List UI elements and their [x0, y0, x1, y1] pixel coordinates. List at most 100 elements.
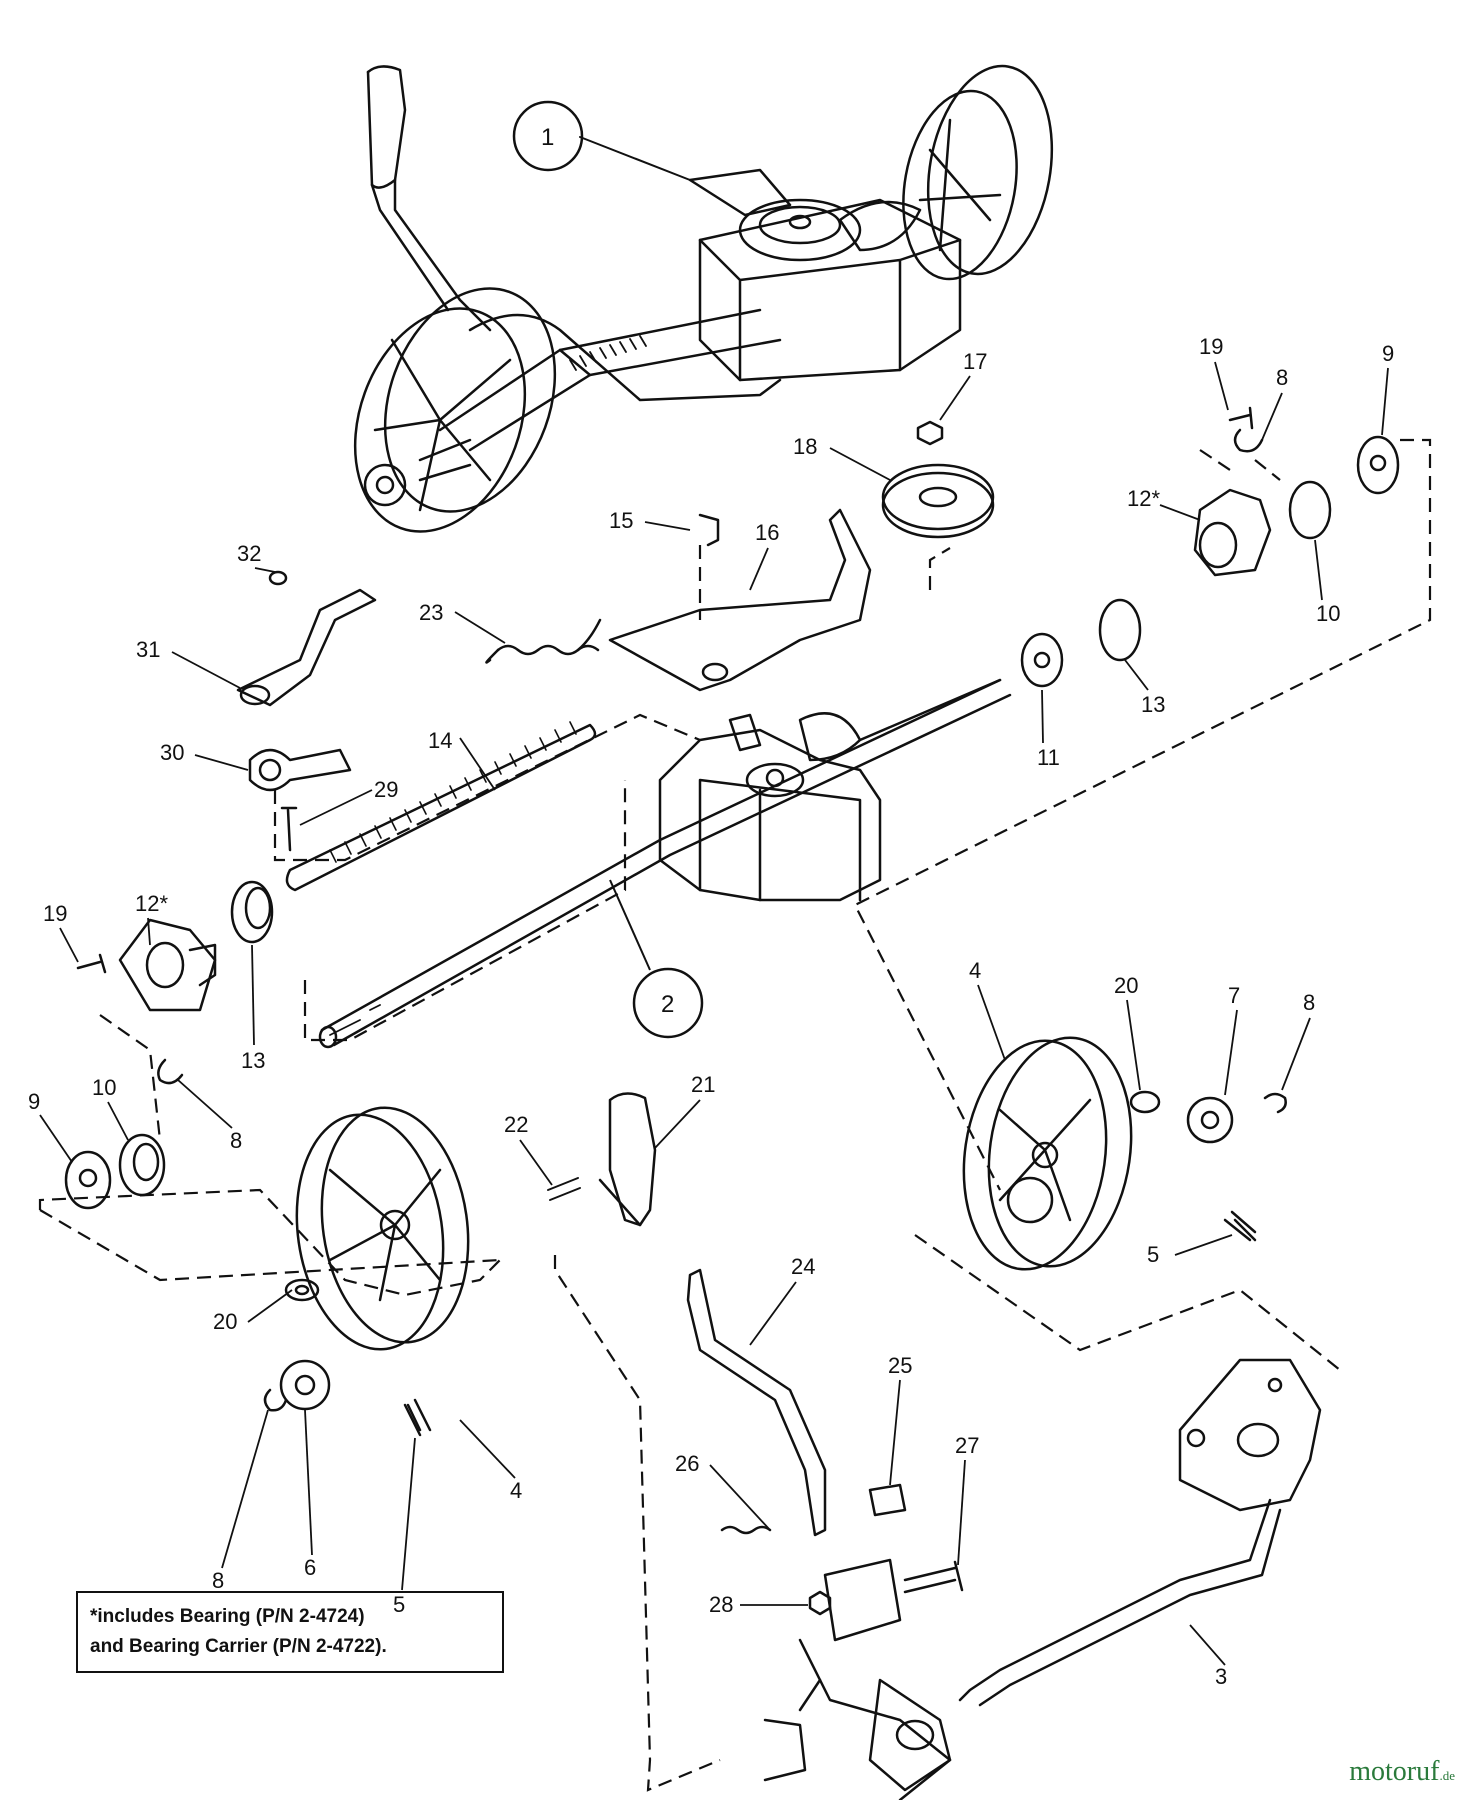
- part-10-left: 10: [92, 1075, 116, 1100]
- part-24: 24: [791, 1254, 815, 1279]
- bearing-note: *includes Bearing (P/N 2-4724) and Beari…: [76, 1591, 504, 1673]
- pin-5-bottom: [406, 1403, 422, 1432]
- leader-10-top: [1314, 539, 1323, 601]
- leader-31: [171, 651, 241, 689]
- leader-24: [749, 1281, 797, 1346]
- leader-20-right: [1126, 999, 1141, 1091]
- dashed-guide-3: [303, 780, 627, 1042]
- part-12-left: 12*: [135, 891, 168, 916]
- leader-4-left: [459, 1419, 516, 1479]
- leader-8-bottom: [221, 1409, 269, 1569]
- part-13-top: 13: [1141, 692, 1165, 717]
- part-20-right: 20: [1114, 973, 1138, 998]
- leader-14: [459, 737, 496, 791]
- leader-23: [454, 611, 506, 644]
- part-9-left: 9: [28, 1089, 40, 1114]
- leader-22: [519, 1139, 553, 1186]
- part-19-top: 19: [1199, 334, 1223, 359]
- leader-7: [1224, 1009, 1238, 1096]
- leader-6: [304, 1409, 313, 1556]
- leader-10-left: [107, 1101, 129, 1141]
- part-5-bottom: 5: [393, 1592, 405, 1617]
- part-11: 11: [1037, 745, 1060, 770]
- leader-20-left: [247, 1289, 293, 1323]
- leader-19-top: [1214, 361, 1229, 411]
- frame-plate-assembly: [868, 1358, 1322, 1792]
- part-20-left: 20: [213, 1309, 237, 1334]
- leader-16: [749, 547, 769, 591]
- part-28: 28: [709, 1592, 733, 1617]
- leader-21: [654, 1099, 701, 1149]
- callout-2-circle: [632, 967, 704, 1039]
- dashed-guide-11: [39, 1209, 501, 1282]
- part-9-top: 9: [1382, 341, 1394, 366]
- part-21: 21: [691, 1072, 715, 1097]
- leader-8-top: [1261, 392, 1283, 441]
- part-27: 27: [955, 1433, 979, 1458]
- part-32: 32: [237, 541, 261, 566]
- leader-9-left: [39, 1114, 73, 1163]
- dashed-guide-8: [553, 1255, 721, 1792]
- leader-29: [299, 789, 373, 826]
- leader-32: [254, 567, 276, 573]
- wheel-left-lower: [263, 1106, 470, 1437]
- part-23: 23: [419, 600, 443, 625]
- leader-30: [194, 754, 249, 771]
- leader-17: [939, 375, 971, 421]
- dashed-guide-9: [914, 1234, 1341, 1371]
- dashed-guide-7: [38, 1188, 501, 1297]
- wheel-right: [962, 1036, 1287, 1271]
- transmission-assembly-middle: [64, 406, 1400, 1210]
- part-14: 14: [428, 728, 452, 753]
- leader-5-right: [1174, 1234, 1233, 1256]
- callout-1-circle: [512, 100, 584, 172]
- dashed-guide-10: [99, 1014, 162, 1141]
- leader-15: [644, 521, 691, 531]
- leader-25: [889, 1379, 901, 1486]
- part-8-left: 8: [230, 1128, 242, 1153]
- leader-4-right: [977, 984, 1006, 1061]
- leader-26: [709, 1464, 771, 1531]
- part-3: 3: [1215, 1664, 1227, 1689]
- dashed-guide-6: [1199, 449, 1281, 481]
- part-30: 30: [160, 740, 184, 765]
- dashed-guide-2: [273, 713, 701, 862]
- part-25: 25: [888, 1353, 912, 1378]
- leader-8-left: [177, 1079, 233, 1129]
- callout-2-text: 2: [661, 991, 674, 1018]
- brand-name: motoruf: [1349, 1756, 1440, 1787]
- dashed-guide-1: [853, 438, 1432, 1191]
- leader-12-left: [147, 917, 151, 946]
- leader-27: [957, 1459, 966, 1566]
- leader-11: [1041, 689, 1044, 744]
- callout-1-text: 1: [541, 124, 554, 151]
- note-line-1: *includes Bearing (P/N 2-4724): [90, 1606, 365, 1627]
- leader-18: [829, 447, 891, 481]
- part-31: 31: [136, 637, 160, 662]
- leader-8-right: [1281, 1017, 1311, 1091]
- handle-linkage-assembly: [547, 1092, 964, 1800]
- part-4-right: 4: [969, 958, 981, 983]
- pin-5-right: [1233, 1218, 1257, 1242]
- brand-suffix: .de: [1439, 1768, 1455, 1783]
- leader-callout-1: [579, 136, 691, 181]
- part-13-left: 13: [241, 1048, 265, 1073]
- control-lever-assembly: [236, 570, 377, 852]
- part-10-top: 10: [1316, 601, 1340, 626]
- leader-12-top: [1159, 504, 1201, 521]
- part-22: 22: [504, 1112, 528, 1137]
- part-4-left: 4: [510, 1478, 522, 1503]
- part-15: 15: [609, 508, 633, 533]
- transmission-assembly-top: [353, 64, 1054, 533]
- part-29: 29: [374, 777, 398, 802]
- part-8-top: 8: [1276, 365, 1288, 390]
- part-18: 18: [793, 434, 817, 459]
- leader-9-top: [1381, 367, 1389, 436]
- part-8-bottom: 8: [212, 1568, 224, 1593]
- pulley-assembly: [881, 420, 995, 539]
- brake-bracket-assembly: [485, 508, 872, 692]
- part-7: 7: [1228, 983, 1240, 1008]
- part-19-left: 19: [43, 901, 67, 926]
- dashed-guide-4: [928, 547, 951, 590]
- leader-13-left: [251, 944, 255, 1046]
